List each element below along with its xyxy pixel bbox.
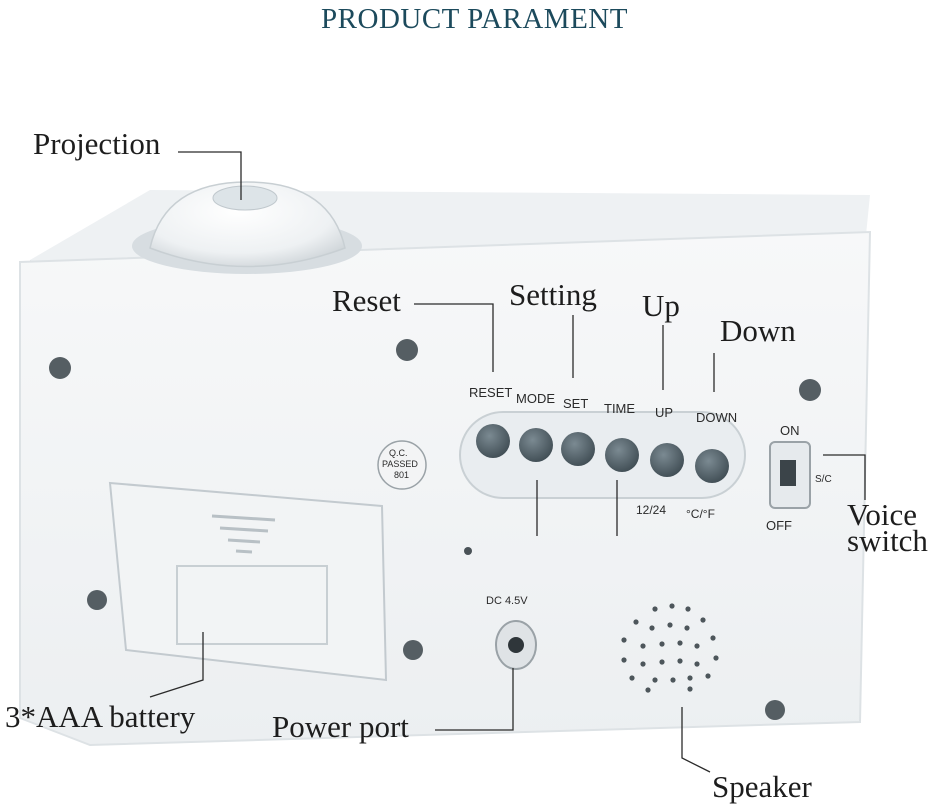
screw-hole [396,339,418,361]
reset-leader [414,303,494,372]
switch-on-marking: ON [780,423,800,438]
button-marking-time: TIME [604,401,636,416]
projection-label: Projection [33,126,161,161]
mode-button [519,428,553,462]
reset-label: Reset [332,283,401,318]
reset-button [476,424,510,458]
battery-leader [149,632,204,698]
screw-hole [765,700,785,720]
switch-off-marking: OFF [766,518,792,533]
power-port-leader [435,668,514,731]
screw-hole [799,379,821,401]
battery-door [108,481,388,682]
up-button [650,443,684,477]
button-marking-down: DOWN [696,410,738,425]
qc-marking-line2: PASSED [382,459,418,469]
screw-hole [49,357,71,379]
button-marking-up: UP [655,405,674,420]
time-button [605,438,639,472]
qc-sticker [377,440,427,490]
screw-hole [87,590,107,610]
down-button [695,449,729,483]
voice-switch-leader [823,454,866,500]
power-port-label: Power port [272,709,409,744]
setting-label: Setting [509,277,597,312]
down-label: Down [720,313,796,348]
projection-dome [149,181,346,268]
voice-switch-label-line1: Voice [847,497,918,532]
voice-switch-label-line2: switch [847,523,928,558]
sub-marking-1224: 12/24 [636,503,667,517]
qc-marking-line1: Q.C. [389,448,408,458]
button-marking-reset: RESET [469,385,513,400]
qc-marking-line3: 801 [394,470,410,480]
page-title: PRODUCT PARAMENT [321,3,628,35]
up-label: Up [642,288,680,323]
button-marking-set: SET [563,396,589,411]
switch-sc-marking: S/C [815,474,832,485]
speaker-grille [621,603,719,693]
sub-marking-cf: °C/°F [686,507,715,521]
battery-label: 3*AAA battery [5,699,196,734]
set-button [561,432,595,466]
projection-leader [178,151,242,200]
button-marking-mode: MODE [516,391,555,406]
speaker-label: Speaker [712,769,812,804]
speaker-leader [681,707,711,773]
screw-hole [403,640,423,660]
dc-marking: DC 4.5V [486,595,528,607]
